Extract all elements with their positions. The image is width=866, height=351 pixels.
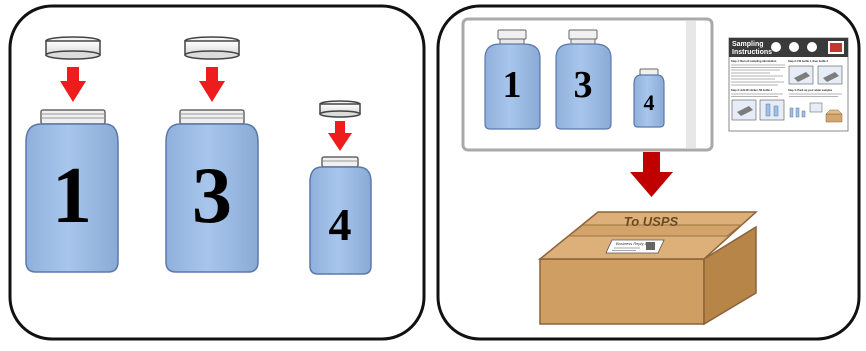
sheet-step3: Step 3: Add ID sticker, fill bottle 4 <box>731 88 773 92</box>
bottle-3: 3 <box>165 109 259 273</box>
sheet-title-line1: Sampling <box>732 41 764 48</box>
tray-bottle-1: 1 <box>484 29 541 130</box>
bottle-tray: 1 3 4 <box>461 17 714 152</box>
right-panel: 1 3 4 Sampling Instructions <box>436 4 861 341</box>
down-arrow-icon <box>199 67 225 102</box>
cap-icon <box>45 36 101 60</box>
bottle-1: 1 <box>25 109 119 273</box>
tray-bottle-4: 4 <box>633 68 665 128</box>
shipping-label: Business Reply Label <box>605 239 665 254</box>
sheet-text-lines <box>731 64 785 86</box>
bottle-3-group: 3 <box>165 36 259 273</box>
tray-bottle-3-number: 3 <box>574 64 593 106</box>
tray-bottle-1-number: 1 <box>503 64 522 106</box>
down-arrow-icon <box>60 67 86 102</box>
bottle-1-group: 1 <box>25 36 119 273</box>
sheet-step4: Step 4: Pack up your water samples <box>788 88 833 92</box>
bottle-3-number: 3 <box>192 152 232 240</box>
instruction-sheet: Sampling Instructions Step 1: Record sam… <box>728 37 849 132</box>
left-panel: 1 3 <box>8 4 426 341</box>
sheet-title-line2: Instructions <box>732 49 772 56</box>
cap-icon <box>319 100 361 118</box>
bottle-1-number: 1 <box>52 152 92 240</box>
tray-bottle-4-number: 4 <box>644 90 655 115</box>
shipping-box: To USPS Business Reply Label <box>537 211 758 326</box>
shipping-label-title: Business Reply Label <box>616 241 655 246</box>
bottle-4-number: 4 <box>329 199 352 250</box>
sheet-step2: Step 2: Fill bottle 1, then bottle 3 <box>788 59 828 63</box>
bottle-4: 4 <box>309 156 372 275</box>
bottle-4-group: 4 <box>309 100 372 275</box>
cap-icon <box>184 36 240 60</box>
down-arrow-icon <box>630 152 673 197</box>
down-arrow-icon <box>328 121 352 151</box>
sheet-step1: Step 1: Record sampling information <box>731 59 777 63</box>
tray-bottle-3: 3 <box>555 29 612 130</box>
box-destination-label: To USPS <box>624 214 679 229</box>
